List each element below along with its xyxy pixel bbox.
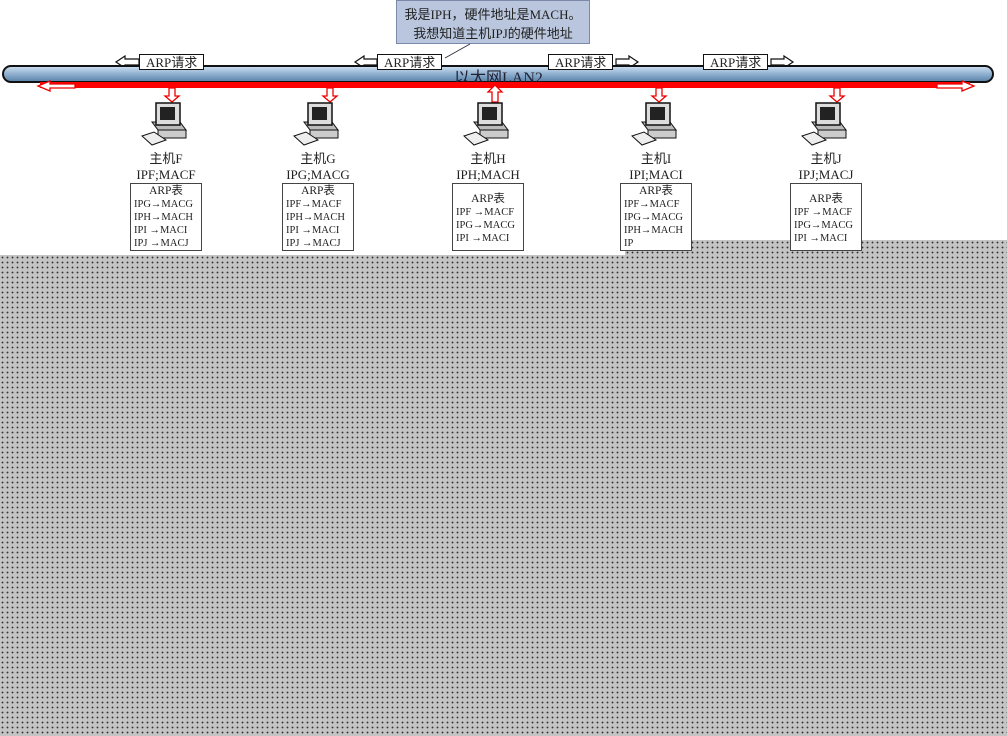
callout-box: 我是IPH，硬件地址是MACH。 我想知道主机IPJ的硬件地址	[396, 0, 590, 44]
arp-entry: IPG→MACG	[794, 220, 853, 231]
up-arrow-icon	[486, 84, 504, 103]
arp-entry: IPH→MACH	[134, 212, 193, 223]
arp-request-label: ARP请求	[377, 54, 443, 70]
arp-table-title: ARP表	[809, 193, 843, 205]
host-name: 主机J	[810, 151, 842, 166]
callout-pointer	[444, 43, 471, 59]
arp-entry: IP	[624, 238, 634, 249]
arp-entry: IPF→MACF	[624, 199, 680, 210]
arp-table: ARP表 IPG→MACG IPH→MACH IPI →MACI IPJ →MACJ	[130, 183, 202, 251]
computer-icon	[141, 102, 187, 146]
host-label: 主机G IPG;MACG	[258, 151, 378, 183]
arp-table: ARP表 IPF →MACF IPG→MACG IPI →MACI	[790, 183, 862, 251]
host-address: IPG;MACG	[286, 167, 350, 182]
host-name: 主机F	[149, 151, 183, 166]
arp-entry: IPF →MACF	[794, 207, 853, 218]
computer-icon	[293, 102, 339, 146]
broadcast-band	[40, 82, 970, 88]
arp-entry: IPG→MACG	[134, 199, 193, 210]
computer-icon	[463, 102, 509, 146]
arp-entry: IPG→MACG	[624, 212, 683, 223]
down-arrow-icon	[650, 87, 668, 103]
host-name: 主机I	[640, 151, 672, 166]
dotted-overlay	[0, 255, 1007, 736]
callout-line-1: 我是IPH，硬件地址是MACH。	[404, 7, 582, 22]
host-name: 主机G	[300, 151, 336, 166]
broadcast-arrows	[36, 80, 976, 103]
arp-table: ARP表 IPF→MACF IPH→MACH IPI →MACI IPJ →MACJ	[282, 183, 354, 251]
host-address: IPJ;MACJ	[798, 167, 854, 182]
host-label: 主机F IPF;MACF	[106, 151, 226, 183]
arp-request-label: ARP请求	[548, 54, 614, 70]
left-arrow-icon	[36, 80, 76, 92]
arp-entry: IPI →MACI	[286, 225, 340, 236]
down-arrow-icon	[163, 87, 181, 103]
right-arrow-icon	[936, 80, 976, 92]
arp-entry: IPG→MACG	[456, 220, 515, 231]
host-name: 主机H	[470, 151, 506, 166]
arp-entry: IPF →MACF	[456, 207, 515, 218]
arp-table-title: ARP表	[149, 185, 183, 197]
arp-request-label: ARP请求	[703, 54, 769, 70]
arp-table-title: ARP表	[301, 185, 335, 197]
arp-table: ARP表 IPF→MACF IPG→MACG IPH→MACH IP	[620, 183, 692, 251]
arp-entry: IPJ →MACJ	[134, 238, 189, 249]
arp-table-title: ARP表	[471, 193, 505, 205]
arp-request-label: ARP请求	[139, 54, 205, 70]
arp-table-title: ARP表	[639, 185, 673, 197]
arp-entry: IPI →MACI	[794, 233, 848, 244]
host-label: 主机H IPH;MACH	[428, 151, 548, 183]
arp-entry: IPH→MACH	[286, 212, 345, 223]
host-address: IPH;MACH	[456, 167, 520, 182]
arp-entry: IPH→MACH	[624, 225, 683, 236]
computer-icon	[631, 102, 677, 146]
arp-entry: IPF→MACF	[286, 199, 342, 210]
down-arrow-icon	[828, 87, 846, 103]
computer-icon	[801, 102, 847, 146]
down-arrow-icon	[321, 87, 339, 103]
arp-entry: IPI →MACI	[134, 225, 188, 236]
host-label: 主机J IPJ;MACJ	[766, 151, 886, 183]
host-label: 主机I IPI;MACI	[596, 151, 716, 183]
arp-table: ARP表 IPF →MACF IPG→MACG IPI →MACI	[452, 183, 524, 251]
host-address: IPF;MACF	[136, 167, 196, 182]
host-address: IPI;MACI	[629, 167, 683, 182]
arp-entry: IPJ →MACJ	[286, 238, 341, 249]
arp-entry: IPI →MACI	[456, 233, 510, 244]
callout-line-2: 我想知道主机IPJ的硬件地址	[413, 26, 573, 41]
